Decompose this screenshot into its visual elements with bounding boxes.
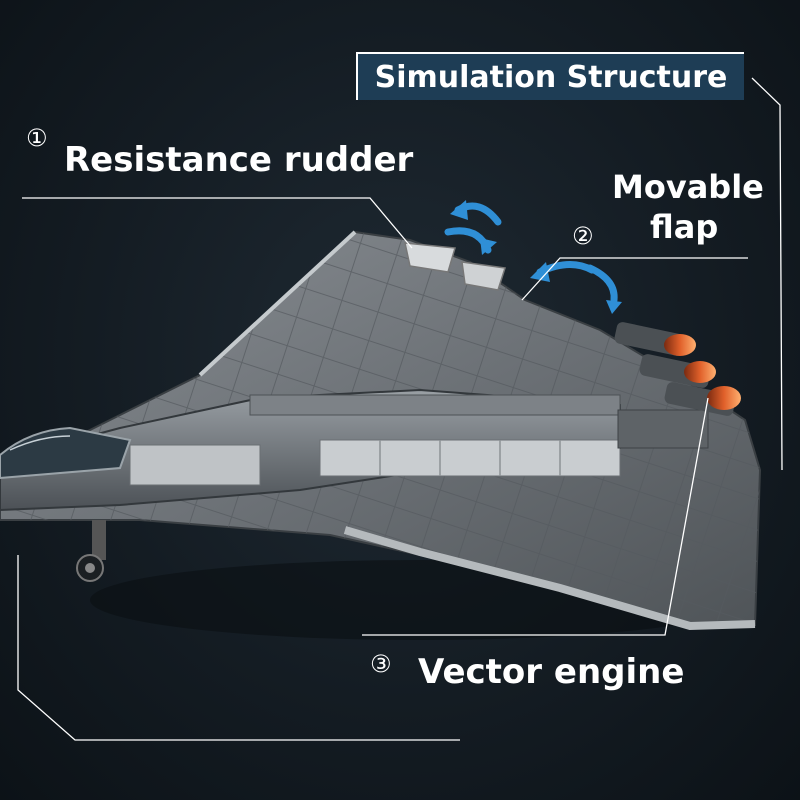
motion-arrows <box>444 200 622 314</box>
vector-engines <box>614 322 741 416</box>
callout-label-vector-engine: Vector engine <box>418 652 685 692</box>
callout-label-resistance-rudder: Resistance rudder <box>64 140 414 180</box>
callout-number-1: ① <box>26 124 48 152</box>
resistance-rudder <box>404 242 506 291</box>
callout-number-2: ② <box>572 222 594 250</box>
callout-label-flap: flap <box>650 208 719 246</box>
leader-lines <box>17 77 783 741</box>
cockpit-canopy <box>0 426 132 480</box>
callout-label-movable: Movable <box>612 168 764 206</box>
callout-number-3: ③ <box>370 650 392 678</box>
landing-gear <box>76 520 106 582</box>
fuselage <box>0 388 709 512</box>
page-title: Simulation Structure <box>374 59 728 95</box>
title-banner: Simulation Structure <box>356 52 744 100</box>
